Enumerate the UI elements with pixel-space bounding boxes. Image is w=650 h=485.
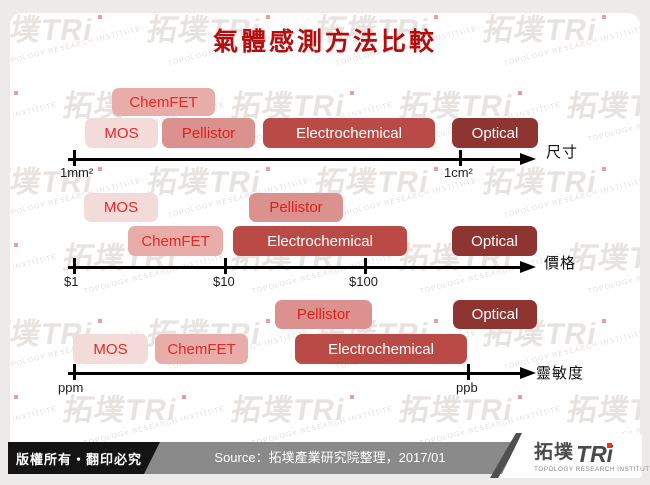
method-box-electrochemical: Electrochemical [233, 226, 407, 256]
price-axis-tick [364, 258, 367, 274]
method-box-chemfet: ChemFET [128, 226, 223, 256]
size-tick-label-min: 1mm² [60, 165, 94, 180]
price-axis-tick [224, 258, 227, 274]
tri-logo-caption: TOPOLOGY RESEARCH INSTITUTE [534, 466, 650, 473]
logo-plate [500, 433, 642, 478]
size-axis-title: 尺寸 [546, 144, 579, 161]
price-axis-line [68, 266, 521, 269]
price-axis-tick [73, 258, 76, 274]
method-box-pellistor: Pellistor [162, 118, 255, 148]
price-tick-label-10: $10 [213, 274, 235, 289]
price-tick-label-1: $1 [64, 274, 79, 289]
method-box-optical: Optical [452, 226, 537, 256]
copyright-ribbon: 版權所有‧翻印必究 [8, 442, 160, 474]
size-axis-tick [73, 150, 76, 166]
method-box-pellistor: Pellistor [275, 300, 372, 329]
sensitivity-tick-label-ppm: ppm [58, 380, 84, 395]
sensitivity-axis-line [68, 372, 521, 375]
method-box-mos: MOS [73, 334, 148, 364]
method-box-electrochemical: Electrochemical [263, 118, 435, 148]
sensitivity-axis-title: 靈敏度 [536, 365, 585, 382]
method-box-mos: MOS [85, 118, 158, 148]
method-box-pellistor: Pellistor [249, 193, 343, 222]
size-axis-arrow-icon [520, 153, 536, 165]
size-tick-label-max: 1cm² [444, 165, 473, 180]
sensitivity-tick-label-ppb: ppb [456, 380, 478, 395]
page-title: 氣體感測方法比較 [212, 29, 437, 56]
method-box-optical: Optical [452, 118, 538, 148]
method-box-electrochemical: Electrochemical [295, 334, 467, 364]
price-axis-title: 價格 [544, 255, 577, 272]
sensitivity-axis-tick [73, 364, 76, 380]
sensitivity-axis-tick [467, 364, 470, 380]
price-tick-label-100: $100 [349, 274, 378, 289]
method-box-chemfet: ChemFET [155, 334, 248, 364]
price-axis-arrow-icon [520, 261, 536, 273]
tri-logo-mark: TRi [576, 441, 614, 467]
tri-logo-row: 拓墣 TRi [534, 437, 634, 467]
source-text: Source：拓墣產業研究院整理，2017/01 [214, 450, 446, 465]
method-box-mos: MOS [84, 193, 158, 222]
size-axis-tick [459, 150, 462, 166]
size-axis-line [68, 158, 521, 161]
method-box-optical: Optical [453, 300, 537, 329]
tri-logo: 拓墣 TRi TOPOLOGY RESEARCH INSTITUTE [534, 437, 650, 473]
sensitivity-axis-arrow-icon [520, 367, 536, 379]
method-box-chemfet: ChemFET [112, 88, 215, 116]
tri-logo-brand: 拓墣 [534, 442, 575, 463]
